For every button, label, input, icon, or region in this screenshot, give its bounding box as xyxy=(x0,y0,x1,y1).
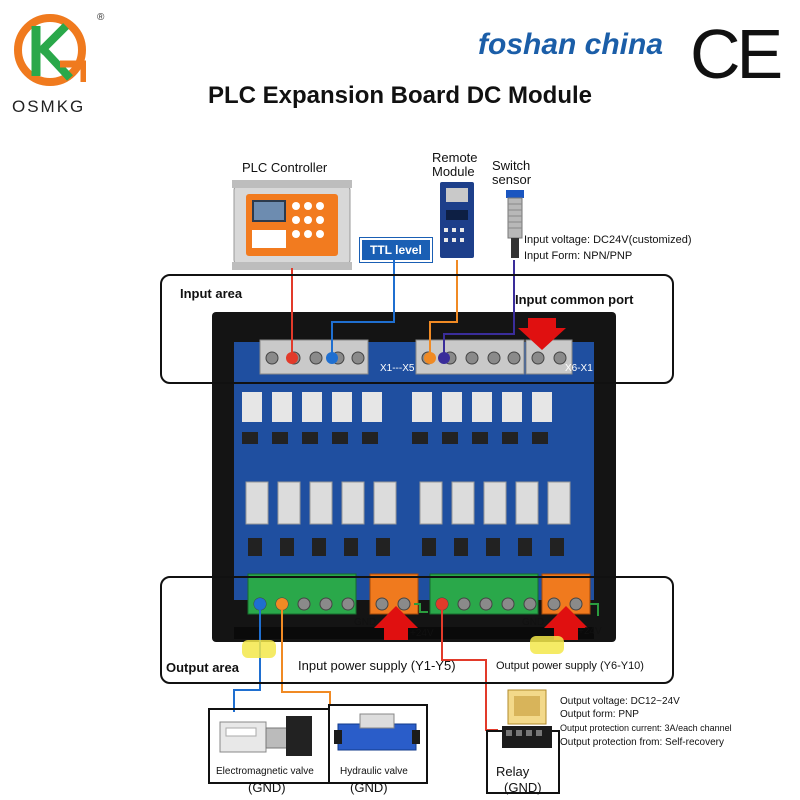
input-common-port-label: Input common port xyxy=(515,292,634,307)
plus24v-right-label: +24V xyxy=(578,626,602,637)
electromagnetic-valve-label: Electromagnetic valve xyxy=(216,766,314,777)
electromagnetic-valve-gnd: (GND) xyxy=(248,780,286,795)
output-area-label: Output area xyxy=(166,660,239,675)
hydraulic-valve-image xyxy=(334,713,420,751)
switch-sensor-label-line2: sensor xyxy=(492,172,532,187)
sensor-input-voltage: Input voltage: DC24V(customized) xyxy=(524,234,692,246)
brand-text: foshan china xyxy=(478,28,664,61)
relay-output-voltage: Output voltage: DC12~24V xyxy=(560,696,680,707)
switch-sensor-label-line1: Switch xyxy=(492,158,531,173)
relay-output-protection-current: Output protection current: 3A/each chann… xyxy=(560,723,732,733)
hydraulic-valve-box xyxy=(328,704,428,784)
switch-sensor-image xyxy=(506,190,524,258)
remote-module-label-line2: Module xyxy=(432,164,475,179)
input-area-frame xyxy=(160,274,674,384)
output-power-supply-label: Output power supply (Y6-Y10) xyxy=(496,660,644,672)
ce-mark: CE xyxy=(690,15,783,93)
relay-output-form: Output form: PNP xyxy=(560,709,639,720)
registered-mark: ® xyxy=(97,12,105,23)
x1-x5-label: X1---X5 xyxy=(380,363,415,374)
gnd-right-label: GND xyxy=(522,617,545,628)
logo-name: OSMKG xyxy=(12,97,86,116)
gnd-left-label: GND xyxy=(354,617,377,628)
remote-module-image xyxy=(440,182,474,258)
relay-output-protection-from: Output protection from: Self-recovery xyxy=(560,737,724,748)
expansion-board-image xyxy=(212,312,616,642)
plc-controller-label: PLC Controller xyxy=(242,160,328,175)
relay-gnd: (GND) xyxy=(504,780,542,795)
input-power-supply-label: Input power supply (Y1-Y5) xyxy=(298,658,456,673)
plc-controller-image xyxy=(232,180,352,270)
electromagnetic-valve-image xyxy=(219,716,312,756)
sensor-input-form: Input Form: NPN/PNP xyxy=(524,250,633,262)
hydraulic-valve-gnd: (GND) xyxy=(350,780,388,795)
ttl-level-badge: TTL level xyxy=(360,238,432,262)
x6-x10-label: X6-X1 xyxy=(565,363,593,374)
relay-image xyxy=(502,689,552,748)
page-title: PLC Expansion Board DC Module xyxy=(207,82,593,109)
output-area-frame xyxy=(160,576,674,684)
osmkg-logo-icon xyxy=(14,14,86,86)
hydraulic-valve-label: Hydraulic valve xyxy=(340,766,408,777)
remote-module-label-line1: Remote xyxy=(432,150,478,165)
plus24v-left-label: +24V xyxy=(410,628,434,639)
relay-label: Relay xyxy=(496,764,530,779)
input-area-label: Input area xyxy=(180,286,243,301)
